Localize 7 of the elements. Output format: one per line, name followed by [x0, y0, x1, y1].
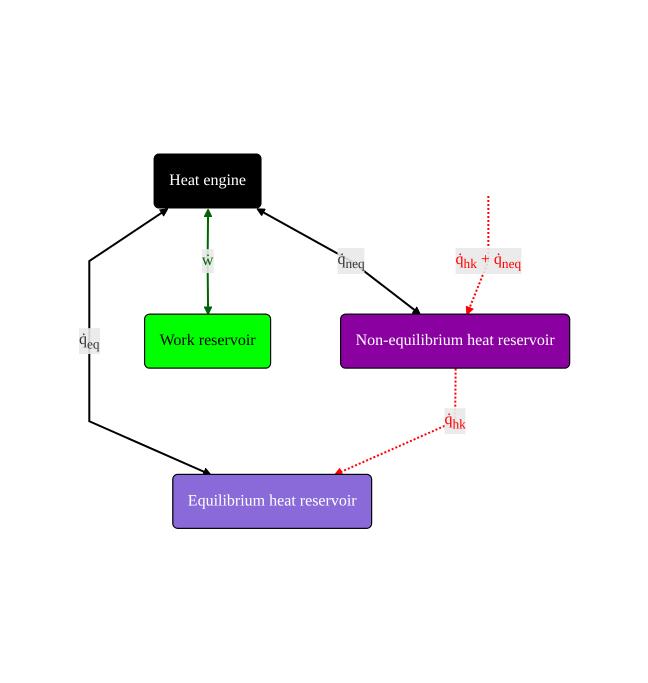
arrow — [334, 368, 456, 476]
arrow — [256, 208, 421, 316]
edge-label: q̇$_{hk}$ + q̇$_{neq}$ — [455, 251, 521, 272]
edge-label: q̇$_{eq}$ — [78, 331, 100, 352]
edge-label: q̇$_{hk}$ — [444, 412, 466, 432]
edge-label: ẇ — [201, 252, 214, 270]
edge-label: q̇$_{neq}$ — [337, 251, 364, 272]
